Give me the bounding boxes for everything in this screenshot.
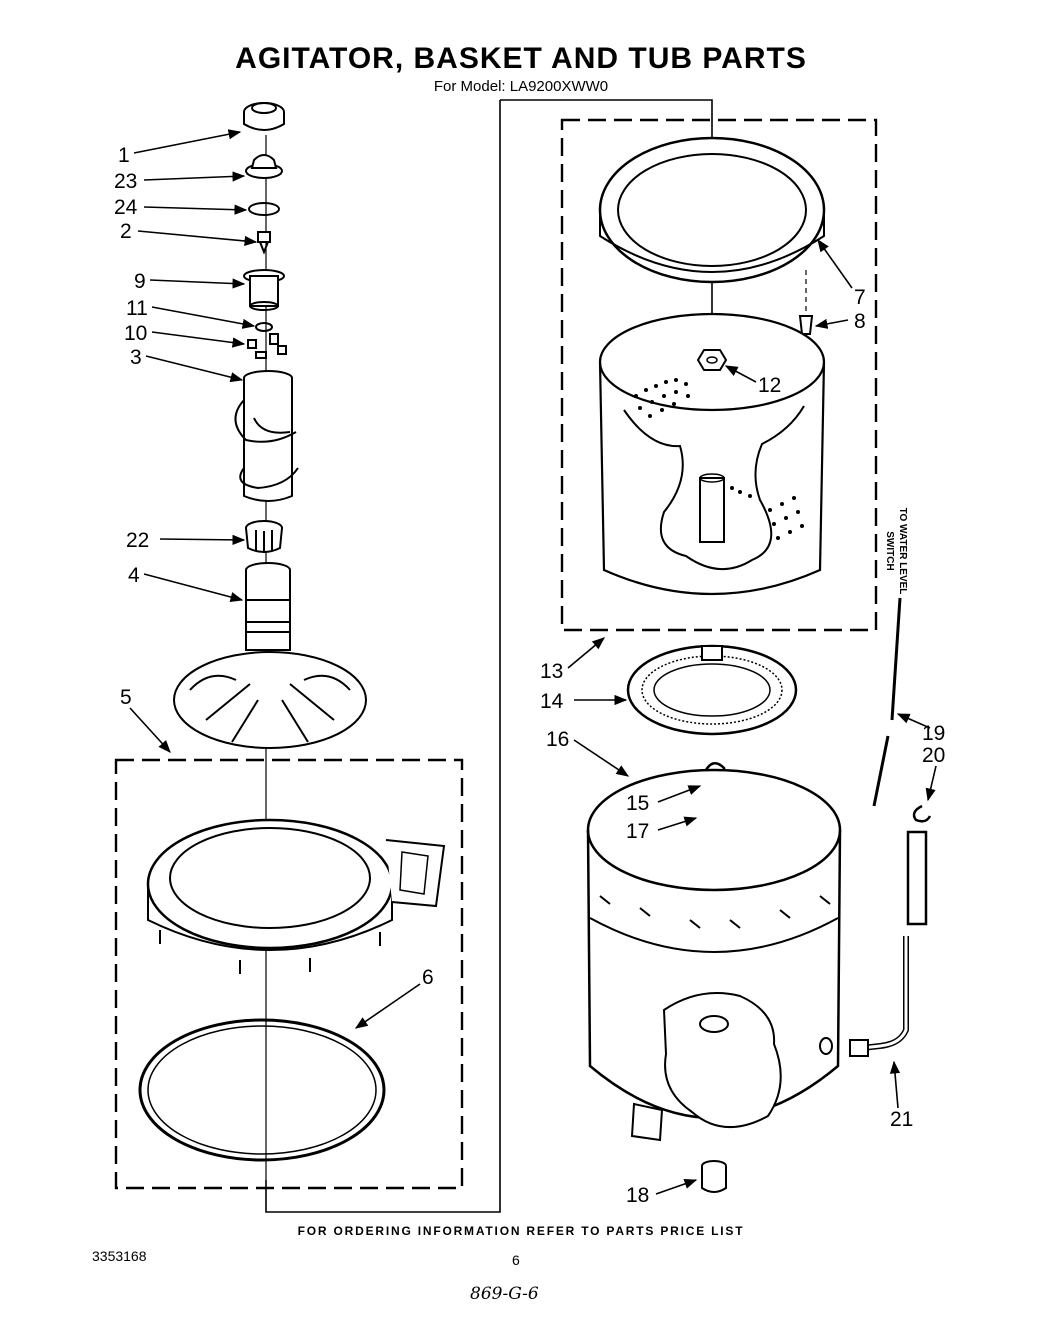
leader-7 [817,238,853,289]
agitator-assembly [173,102,367,1180]
callout-14: 14 [540,690,564,713]
part-2-dog-retainer [257,231,271,255]
leader-8 [814,318,849,329]
handwritten-code: 869-G-6 [470,1284,539,1304]
water-level-switch-label: TO WATER LEVEL SWITCH [883,501,909,601]
part-11-washer [255,322,273,332]
part-1-agitator-cap [243,102,285,131]
leader-20 [925,765,937,802]
part-12-spanner-nut [696,349,728,371]
leader-6 [354,983,421,1029]
part-9-cam [243,269,285,311]
part-19-air-hose [872,597,902,807]
part-21-air-dome-hose [849,830,928,1057]
callout-17: 17 [626,820,649,843]
callout-7: 7 [854,286,866,309]
leader-12 [724,365,757,383]
part-6-tub-seal-ring [138,1018,386,1162]
leader-23 [143,171,246,182]
leader-3 [145,355,244,383]
callout-18: 18 [626,1184,649,1207]
leader-5 [129,707,171,753]
part-23-cap-insert [245,154,283,179]
leader-22 [159,534,246,545]
callout-13: 13 [540,660,563,683]
callout-22: 22 [126,529,149,552]
part-4-agitator-base [173,562,367,749]
callout-16: 16 [546,728,569,751]
leader-15 [657,785,702,803]
part-5-tub-ring-assembly [114,758,464,1190]
callout-6: 6 [422,966,434,989]
assembly-link-line [265,99,713,1213]
part-16-outer-tub [586,768,842,1142]
callout-8: 8 [854,310,866,333]
leader-19 [896,713,931,729]
callout-leaders [129,129,937,1195]
callout-23: 23 [114,170,137,193]
callout-11: 11 [126,297,148,320]
part-5-dashed-frame [114,758,464,1190]
leader-18 [655,1178,698,1195]
ordering-info-note: FOR ORDERING INFORMATION REFER TO PARTS … [297,1224,745,1238]
leader-1 [133,129,242,154]
part-8-clip [798,270,814,335]
callout-12: 12 [758,374,781,397]
part-14-tub-hub-gasket [626,644,798,736]
callout-1: 1 [118,144,130,167]
model-subtitle: For Model: LA9200XWW0 [433,78,609,95]
callout-5: 5 [120,686,132,709]
callout-4: 4 [128,564,140,587]
document-number: 3353168 [92,1248,147,1264]
leader-17 [657,816,698,831]
part-18-drain-plug [701,1160,727,1193]
leader-13 [567,637,605,669]
part-22-agitator-cam [245,520,283,553]
part-3-agitator [234,370,299,502]
part-7-balance-ring [598,136,826,284]
callout-20: 20 [922,744,945,767]
callout-2: 2 [120,220,132,243]
part-24-o-ring [248,202,280,216]
leader-9 [149,278,246,289]
callout-10: 10 [124,322,147,345]
leader-16 [573,739,630,777]
callout-24: 24 [114,196,138,219]
callout-3: 3 [130,346,142,369]
part-13-dashed-frame [560,118,878,632]
leader-21 [889,1060,901,1109]
callout-numbers: 1 23 24 2 9 11 10 3 22 4 5 6 7 8 12 13 1… [114,144,945,1207]
leader-24 [143,204,248,215]
leader-11 [151,306,256,329]
part-13-basket-assembly [560,118,878,632]
water-level-switch-label-line2: SWITCH [884,531,895,571]
page-number: 6 [512,1252,520,1268]
water-level-switch-label-line1: TO WATER LEVEL [897,507,908,595]
leader-4 [143,573,244,602]
leader-10 [151,331,246,348]
part-20-hose-clamp [912,804,932,823]
part-10-agitator-dogs [247,333,287,359]
basket-perforations [634,378,804,540]
leader-2 [137,230,258,247]
callout-21: 21 [890,1108,913,1131]
diagram-title: AGITATOR, BASKET AND TUB PARTS [235,42,807,75]
callout-15: 15 [626,792,649,815]
callout-9: 9 [134,270,146,293]
callout-19: 19 [922,722,945,745]
